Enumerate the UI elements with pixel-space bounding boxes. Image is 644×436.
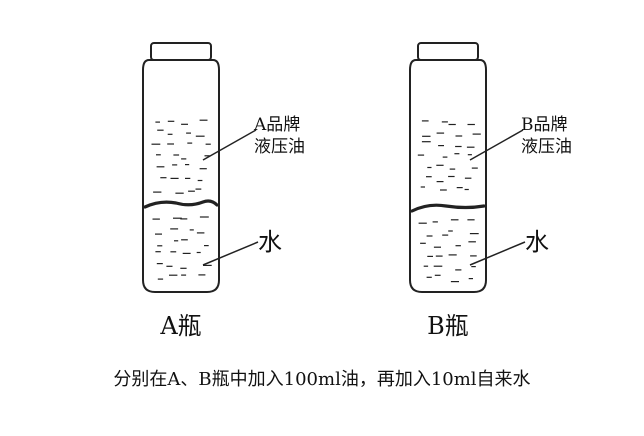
bottle-a-water-dashes: [152, 216, 212, 280]
bottle-b-oil-water-interface: [410, 203, 486, 213]
bottle-a-water-leader: [202, 241, 259, 266]
bottle-b-oil-label-line2: 液压油: [521, 137, 572, 157]
bottle-a-water-label: 水: [258, 228, 282, 256]
bottle-b-oil-dashes: [417, 120, 481, 191]
bottle-a: A品牌 液压油 水 A瓶: [142, 42, 305, 340]
bottle-a-oil-leader: [202, 129, 257, 161]
bottle-b-name-label: B瓶: [427, 312, 469, 340]
bottle-b-water-dashes: [418, 219, 479, 283]
caption: 分别在A、B瓶中加入100ml油，再加入10ml自来水: [113, 369, 531, 390]
bottle-b-body: [409, 59, 487, 293]
bottle-b-cap: [417, 42, 479, 61]
bottle-a-oil-dashes: [151, 119, 211, 194]
bottle-a-body: [142, 59, 220, 293]
bottle-b-water-label: 水: [525, 228, 549, 256]
bottle-b-oil-leader: [469, 129, 524, 161]
bottle-b-water-leader: [469, 241, 526, 266]
bottle-a-oil-water-interface: [143, 199, 219, 209]
bottle-b: B品牌 液压油 水 B瓶: [409, 42, 572, 340]
bottle-a-cap: [150, 42, 212, 61]
bottle-b-oil-label-line1: B品牌: [521, 115, 568, 135]
bottle-a-oil-label-line2: 液压油: [254, 137, 305, 157]
bottle-a-oil-label-line1: A品牌: [253, 115, 300, 135]
bottle-a-name-label: A瓶: [159, 312, 201, 340]
